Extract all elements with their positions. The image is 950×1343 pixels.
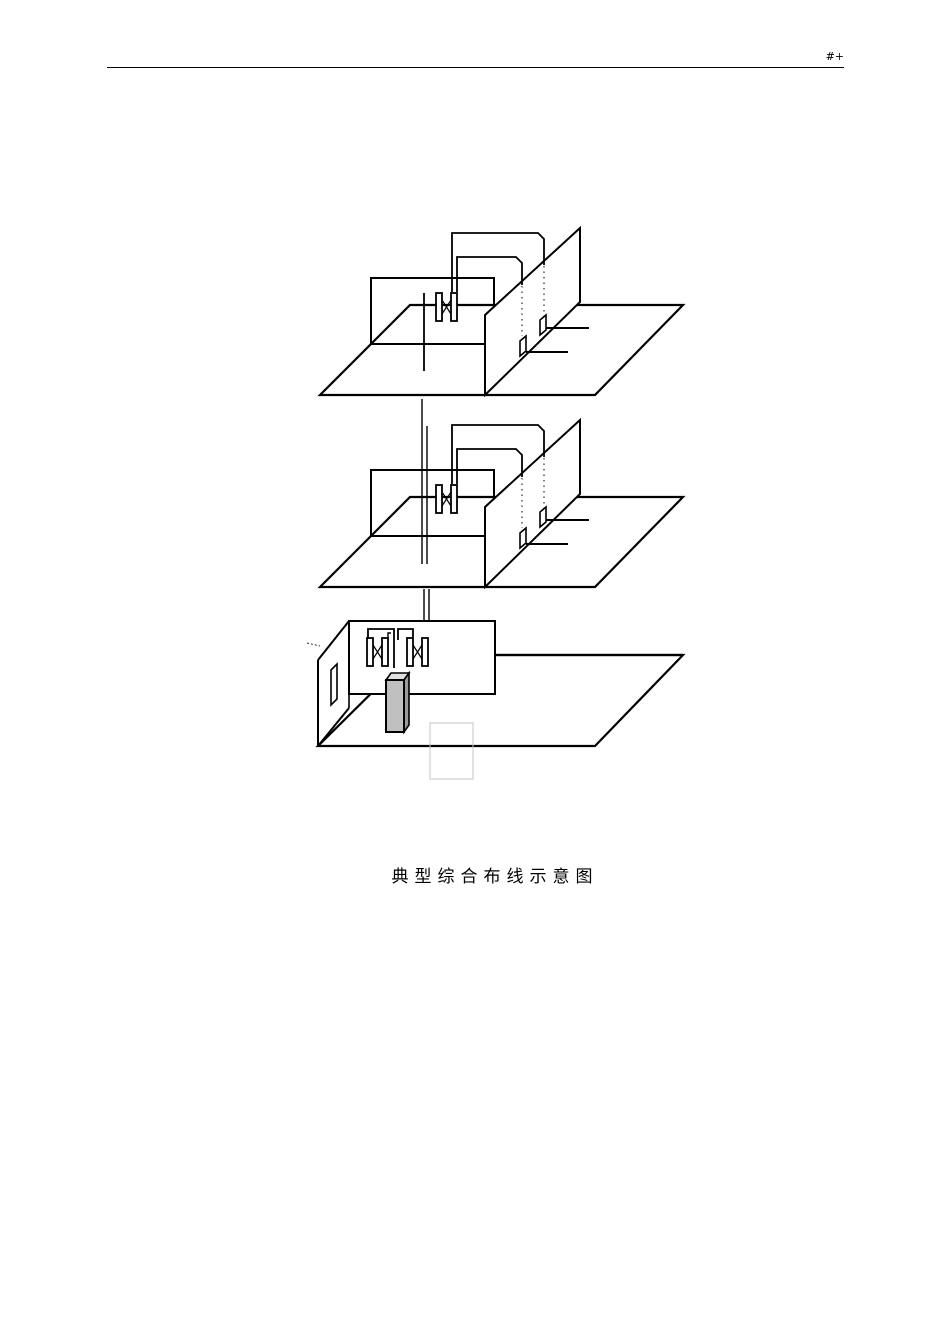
floor-ground [306,620,686,780]
floor-middle [320,420,683,587]
page-marker: #+ [825,50,844,63]
page-header: #+ [107,50,844,68]
figure-caption: 典型综合布线示意图 [391,867,599,887]
floor-top [320,228,683,395]
